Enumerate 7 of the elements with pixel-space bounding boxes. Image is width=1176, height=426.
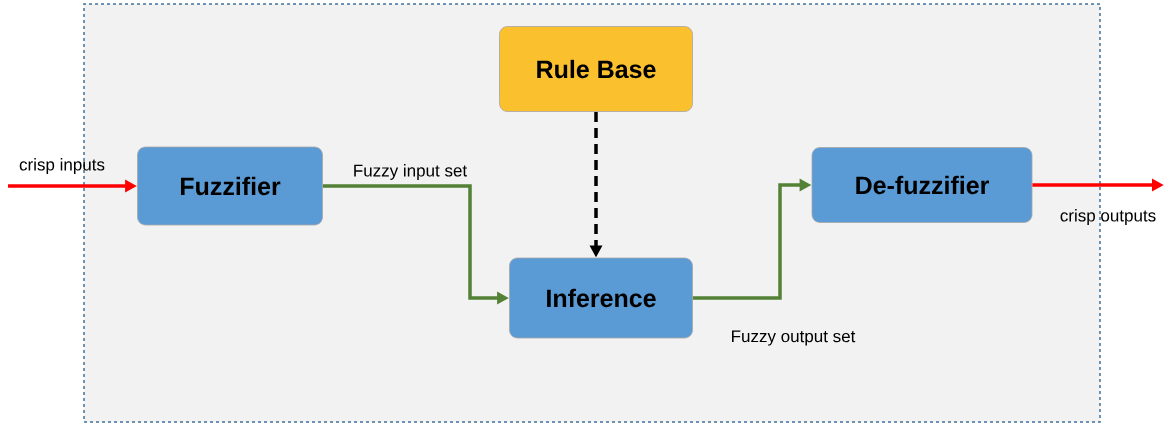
process-box: De-fuzzifier	[811, 147, 1033, 223]
edge-label: Fuzzy output set	[732, 330, 856, 346]
process-box: Fuzzifier	[137, 146, 323, 226]
edge-label: Fuzzy input set	[354, 164, 467, 180]
edge-label: crisp outputs	[1060, 209, 1156, 225]
edge-label: crisp inputs	[19, 158, 105, 174]
process-box: Inference	[509, 257, 693, 339]
